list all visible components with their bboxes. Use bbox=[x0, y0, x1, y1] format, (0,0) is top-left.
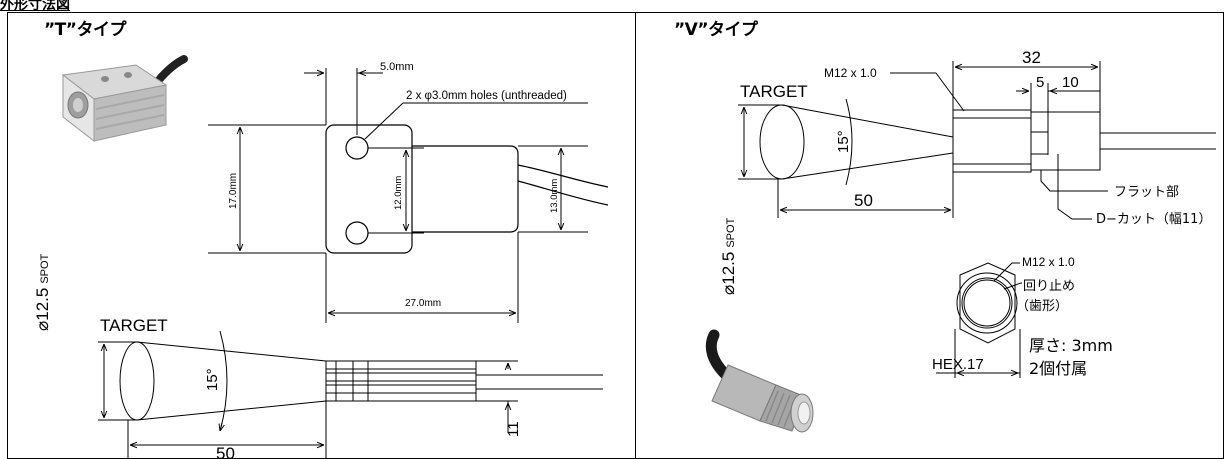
t-type-drawing: 5.0mm 2 x φ3.0mm holes (unthreaded) 17.0… bbox=[33, 55, 609, 459]
v-lock-label: 回り止め bbox=[1023, 279, 1075, 294]
t-dim-12mm bbox=[368, 147, 424, 234]
t-spot-label: ⌀12.5SPOT bbox=[33, 253, 52, 331]
t-beam-cone bbox=[98, 330, 327, 431]
v-thread-label: M12 x 1.0 bbox=[824, 66, 877, 80]
v-side-view bbox=[952, 109, 1216, 173]
v-flat-label: フラット部 bbox=[1114, 185, 1179, 200]
v-type-panel: ”V”タイプ 32 5 10 M12 x 1.0 bbox=[636, 12, 1224, 459]
page-title: 外形寸法図 bbox=[0, 0, 70, 13]
t-type-panel: ”T”タイプ bbox=[7, 12, 636, 459]
v-dim-50 bbox=[777, 172, 954, 218]
v-hex-label: HEX.17 bbox=[932, 356, 984, 373]
v-included-label: 2個付属 bbox=[1029, 359, 1087, 378]
t-dim-50 bbox=[127, 401, 327, 458]
v-thickness-label: 厚さ: 3mm bbox=[1029, 336, 1113, 355]
v-sensor-photo bbox=[705, 329, 814, 433]
t-dim-27mm bbox=[325, 232, 519, 323]
t-type-title: ”T”タイプ bbox=[44, 20, 126, 40]
t-target-label: TARGET bbox=[100, 316, 168, 335]
v-target-label: TARGET bbox=[740, 82, 808, 101]
v-lock-type-label: （歯形） bbox=[1016, 299, 1068, 314]
v-beam-cone bbox=[738, 98, 954, 186]
t-dim-5mm bbox=[304, 68, 383, 135]
v-nut-thread-label: M12 x 1.0 bbox=[1022, 255, 1075, 269]
t-holes-label: 2 x φ3.0mm holes (unthreaded) bbox=[406, 90, 567, 102]
t-distance-label: 50 bbox=[216, 444, 235, 459]
t-top-view bbox=[325, 124, 609, 254]
v-distance-label: 50 bbox=[854, 191, 873, 210]
t-sensor-photo bbox=[61, 55, 188, 143]
v-dim-5-10 bbox=[1016, 83, 1100, 155]
t-dim-27mm-label: 27.0mm bbox=[405, 298, 441, 309]
t-dim-17mm-label: 17.0mm bbox=[228, 173, 239, 209]
v-dim-5-label: 5 bbox=[1036, 74, 1044, 91]
v-type-title: ”V”タイプ bbox=[674, 20, 758, 40]
v-hex-nut bbox=[936, 262, 1021, 378]
t-dim-13mm-label: 13.0mm bbox=[549, 179, 560, 213]
t-dim-11-label: 11 bbox=[505, 421, 522, 437]
t-side-view bbox=[325, 360, 603, 433]
t-dim-17mm bbox=[208, 124, 326, 254]
v-type-drawing: 32 5 10 M12 x 1.0 TARGET bbox=[705, 48, 1216, 433]
t-angle-label: 15° bbox=[204, 368, 221, 391]
v-spot-label: ⌀12.5SPOT bbox=[719, 217, 738, 295]
t-dim-12mm-label: 12.0mm bbox=[393, 176, 404, 210]
t-dim-13mm bbox=[518, 145, 588, 233]
t-dim-5mm-label: 5.0mm bbox=[380, 61, 414, 73]
v-angle-label: 15° bbox=[835, 130, 852, 153]
v-dim-32-label: 32 bbox=[1022, 48, 1041, 67]
v-dcut-label: D−カット（幅11） bbox=[1096, 212, 1211, 227]
v-dim-10-label: 10 bbox=[1062, 74, 1079, 91]
